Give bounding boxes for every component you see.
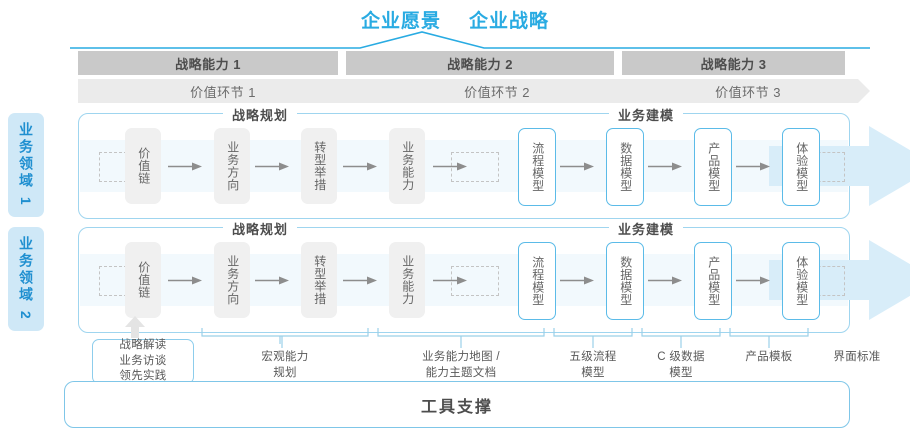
node-label: 转型举措 (312, 255, 327, 305)
node-transformation-1[interactable]: 转型举措 (301, 128, 337, 204)
arrow-icon (255, 276, 289, 285)
arrow-up-icon (125, 316, 145, 338)
node-label: 流程模型 (530, 142, 545, 192)
arrow-icon (736, 162, 770, 171)
arrow-icon (343, 276, 377, 285)
value-segment-2-label: 价值环节 2 (464, 84, 530, 100)
node-product-model-2[interactable]: 产品模型 (694, 242, 732, 320)
node-label: 业务能力 (400, 255, 415, 305)
arrow-icon (168, 162, 202, 171)
section-title-strategy-planning: 战略规划 (223, 105, 298, 123)
node-label: 产品模型 (706, 256, 721, 306)
node-label: 产品模型 (706, 142, 721, 192)
node-label: 数据模型 (618, 256, 633, 306)
brace-icon (377, 328, 545, 348)
node-label: 流程模型 (530, 256, 545, 306)
arrow-icon (168, 276, 202, 285)
brace-icon (201, 328, 369, 348)
footer-tool-support-label: 工具支撑 (420, 398, 493, 416)
capability-bar-1[interactable]: 战略能力 1 (78, 51, 338, 75)
node-data-model-1[interactable]: 数据模型 (606, 128, 644, 206)
annotation-ui-standard: 界面标准 (833, 351, 881, 363)
capability-bar-2[interactable]: 战略能力 2 (346, 51, 614, 75)
footer-tool-support-bar[interactable]: 工具支撑 (64, 381, 850, 428)
value-segment-1-label: 价值环节 1 (190, 84, 256, 100)
brace-icon (729, 328, 809, 348)
value-segment-bars: 价值环节 1 价值环节 2 价值环节 3 (0, 79, 910, 103)
top-titles: 企业愿景 企业战略 (0, 6, 910, 32)
value-segment-1[interactable]: 价值环节 1 (78, 79, 368, 103)
title-enterprise-vision: 企业愿景 (360, 10, 441, 32)
node-experience-model-2[interactable]: 体验模型 (782, 242, 820, 320)
node-business-direction-2[interactable]: 业务方向 (214, 242, 250, 318)
arrow-icon (560, 276, 594, 285)
annotation-five-level-process: 五级流程模型 (569, 351, 617, 379)
arrow-icon (648, 162, 682, 171)
section-title-business-modeling: 业务建模 (609, 219, 684, 237)
arrow-icon (343, 162, 377, 171)
node-process-model-2[interactable]: 流程模型 (518, 242, 556, 320)
peak-connector-line (70, 31, 870, 49)
node-label: 价值链 (136, 147, 151, 185)
node-label: 体验模型 (794, 256, 809, 306)
arrow-icon (433, 276, 467, 285)
sidebar-item-domain-2[interactable]: 业务领域 2 (8, 227, 44, 331)
title-enterprise-strategy: 企业战略 (469, 10, 550, 32)
domain-row-2: 战略规划 业务建模 价值链 业务方向 转型举措 业务能力 流程模型 数据模型 产… (78, 219, 910, 333)
node-label: 业务方向 (225, 255, 240, 305)
arrow-icon (255, 162, 289, 171)
brace-icon (553, 328, 633, 348)
node-business-capability-2[interactable]: 业务能力 (389, 242, 425, 318)
node-data-model-2[interactable]: 数据模型 (606, 242, 644, 320)
node-label: 转型举措 (312, 141, 327, 191)
section-title-strategy-planning: 战略规划 (223, 219, 298, 237)
arrow-icon (433, 162, 467, 171)
node-business-capability-1[interactable]: 业务能力 (389, 128, 425, 204)
node-label: 价值链 (136, 261, 151, 299)
domain-row-1: 战略规划 业务建模 价值链 业务方向 转型举措 业务能力 流程模型 数据模型 产… (78, 105, 910, 219)
node-label: 业务方向 (225, 141, 240, 191)
node-value-chain-1[interactable]: 价值链 (125, 128, 161, 204)
node-label: 体验模型 (794, 142, 809, 192)
annotation-box-strategy-inputs[interactable]: 战略解读业务访谈领先实践 (92, 339, 194, 384)
annotation-capability-map: 业务能力地图 /能力主题文档 (422, 351, 500, 379)
annotation-c-level-data: C 级数据模型 (657, 351, 705, 379)
node-label: 业务能力 (400, 141, 415, 191)
node-experience-model-1[interactable]: 体验模型 (782, 128, 820, 206)
node-process-model-1[interactable]: 流程模型 (518, 128, 556, 206)
annotation-product-template: 产品模板 (745, 351, 793, 363)
capability-bar-3[interactable]: 战略能力 3 (622, 51, 845, 75)
node-label: 数据模型 (618, 142, 633, 192)
value-segment-3-label: 价值环节 3 (715, 84, 781, 100)
annotation-row: 战略解读业务访谈领先实践 宏观能力规划 业务能力地图 /能力主题文档 五级流程模… (0, 316, 910, 392)
arrow-icon (736, 276, 770, 285)
capability-bars: 战略能力 1 战略能力 2 战略能力 3 (0, 51, 910, 75)
node-transformation-2[interactable]: 转型举措 (301, 242, 337, 318)
node-business-direction-1[interactable]: 业务方向 (214, 128, 250, 204)
section-title-business-modeling: 业务建模 (609, 105, 684, 123)
node-product-model-1[interactable]: 产品模型 (694, 128, 732, 206)
arrow-icon (560, 162, 594, 171)
brace-icon (641, 328, 721, 348)
sidebar-item-domain-1-label: 业务领域 1 (18, 122, 34, 208)
annotation-macro-capability: 宏观能力规划 (261, 351, 309, 379)
arrow-icon (648, 276, 682, 285)
value-segment-3[interactable]: 价值环节 3 (626, 79, 870, 103)
value-segment-2[interactable]: 价值环节 2 (352, 79, 642, 103)
node-value-chain-2[interactable]: 价值链 (125, 242, 161, 318)
sidebar-item-domain-1[interactable]: 业务领域 1 (8, 113, 44, 217)
sidebar-item-domain-2-label: 业务领域 2 (18, 236, 34, 322)
